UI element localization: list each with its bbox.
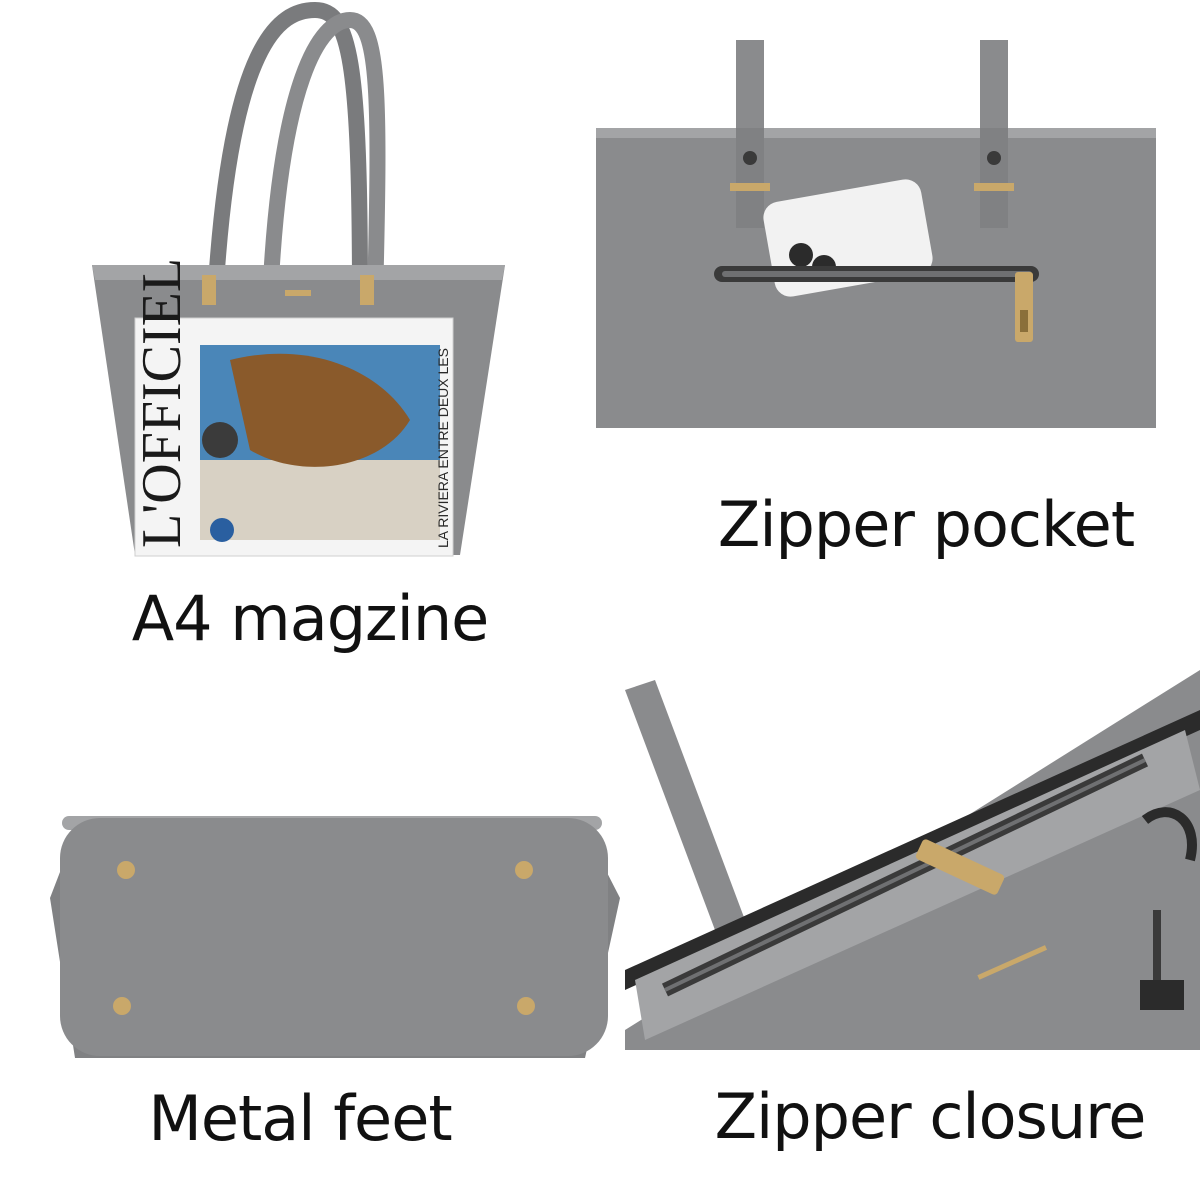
caption-zipper-closure: Zipper closure <box>714 1080 1147 1153</box>
panel-a4-magazine: L'OFFICIEL LA RIVIERA ENTRE DEUX LES <box>80 0 520 580</box>
caption-a4-magazine: A4 magzine <box>131 582 490 655</box>
zipper-closure-image <box>625 670 1200 1050</box>
panel-metal-feet <box>40 798 630 1088</box>
magazine-subtitle: LA RIVIERA ENTRE DEUX LES <box>435 348 451 548</box>
panel-zipper-closure <box>625 670 1200 1050</box>
tote-bag-with-magazine-image: L'OFFICIEL LA RIVIERA ENTRE DEUX LES <box>92 1 505 557</box>
caption-zipper-pocket: Zipper pocket <box>717 488 1135 561</box>
metal-feet-image <box>50 816 620 1058</box>
magazine-title: L'OFFICIEL <box>131 258 193 548</box>
caption-metal-feet: Metal feet <box>148 1082 452 1155</box>
panel-zipper-pocket <box>596 40 1156 430</box>
zipper-pocket-image <box>596 40 1156 428</box>
